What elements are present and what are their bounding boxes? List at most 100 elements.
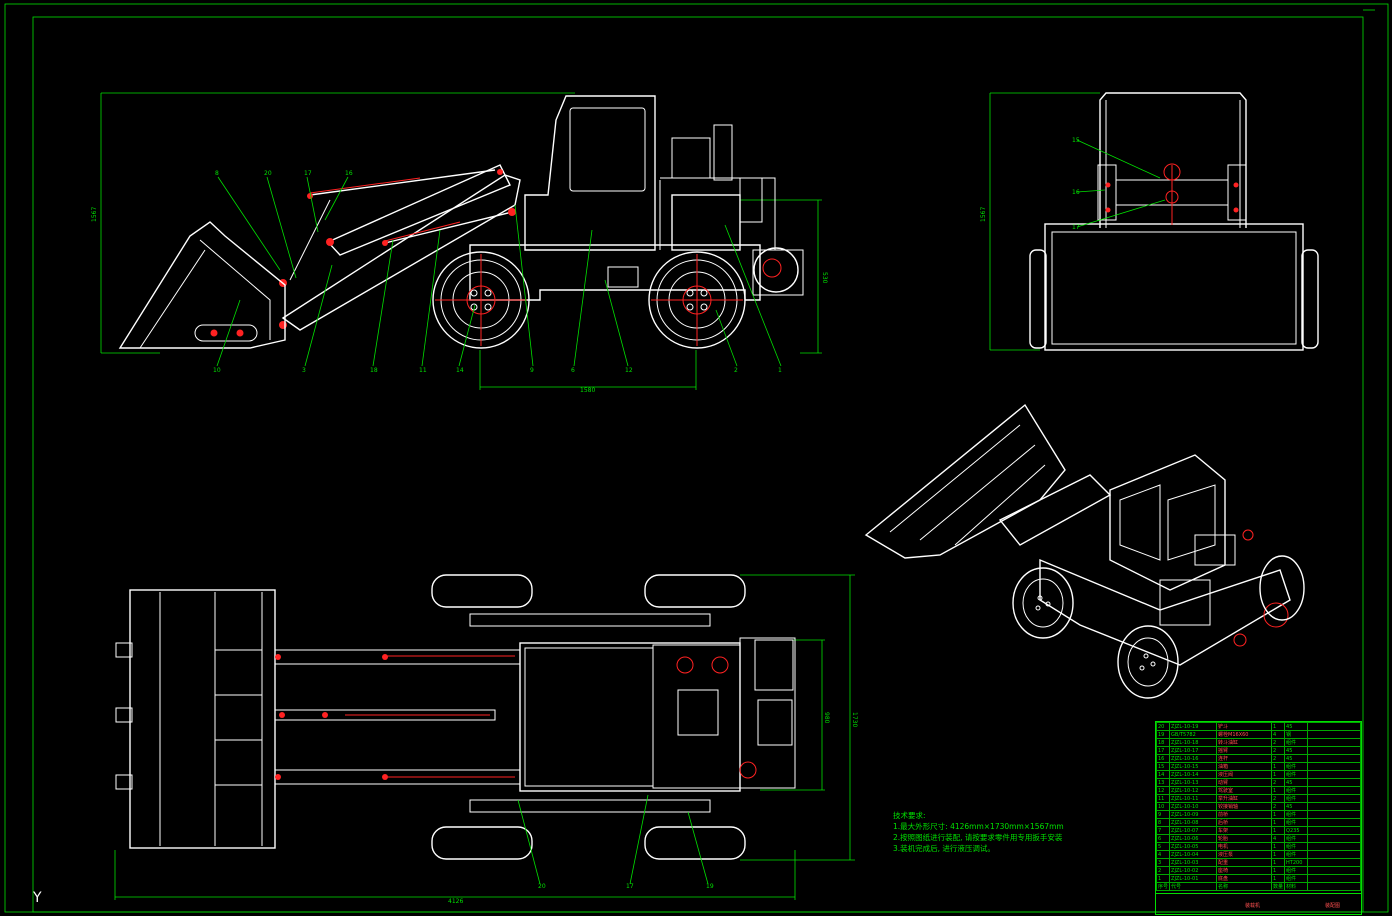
dim-tank: 530 <box>821 272 828 284</box>
dim-top-length: 4126 <box>448 898 463 905</box>
bom-cell-empty <box>1307 842 1361 851</box>
bom-cell-code: ZJZL-10-14 <box>1169 770 1218 779</box>
bom-cell-empty <box>1307 746 1361 755</box>
front-tire-left <box>1029 249 1047 349</box>
side-view: 1567 1580 530 <box>91 92 828 394</box>
bom-cell-qty: 1 <box>1271 874 1286 883</box>
bom-cell-mat: Q235 <box>1284 826 1309 835</box>
iso-body <box>1039 558 1291 666</box>
balloon-side-bottom-2: 18 <box>370 367 378 374</box>
bom-header-code: 代号 <box>1169 882 1218 891</box>
bom-cell-mat: 组件 <box>1284 786 1309 795</box>
bom-cell-idx: 7 <box>1155 826 1171 835</box>
bom-cell-name: 座椅 <box>1216 866 1273 875</box>
balloon-side-bottom-8: 2 <box>734 367 738 374</box>
bom-cell-idx: 19 <box>1155 730 1171 739</box>
bom-cell-code: ZJZL-10-16 <box>1169 754 1218 763</box>
bom-cell-mat: 组件 <box>1284 834 1309 843</box>
bom-cell-code: ZJZL-10-17 <box>1169 746 1218 755</box>
balloon-top-1: 17 <box>626 883 634 890</box>
bom-cell-name: 前桥 <box>1216 810 1273 819</box>
bom-cell-idx: 4 <box>1155 850 1171 859</box>
balloon-side-bottom-6: 6 <box>571 367 575 374</box>
balloon-front-2: 17 <box>1072 224 1080 231</box>
bom-cell-mat: 组件 <box>1284 794 1309 803</box>
bom-cell-empty <box>1307 722 1361 731</box>
bom-cell-empty <box>1307 786 1361 795</box>
bom-cell-idx: 3 <box>1155 858 1171 867</box>
bom-cell-name: 铲斗 <box>1216 722 1273 731</box>
bom-cell-name: 后桥 <box>1216 818 1273 827</box>
balloon-side-bottom-4: 14 <box>456 367 464 374</box>
bom-cell-qty: 4 <box>1271 834 1286 843</box>
bom-cell-code: ZJZL-10-06 <box>1169 834 1218 843</box>
balloon-front-1: 16 <box>1072 189 1080 196</box>
bom-cell-code: ZJZL-10-11 <box>1169 794 1218 803</box>
bom-header-empty <box>1307 882 1361 891</box>
bom-cell-qty: 1 <box>1271 770 1286 779</box>
rear-wheel <box>648 251 746 349</box>
notes-item-3: 3.装机完成后, 进行液压调试。 <box>893 844 995 853</box>
balloon-side-top-1: 20 <box>264 170 272 177</box>
bom-cell-mat: 组件 <box>1284 738 1309 747</box>
bom-cell-code: ZJZL-10-12 <box>1169 786 1218 795</box>
lift-cylinder <box>384 211 513 244</box>
bom-cell-name: 铰接销轴 <box>1216 802 1273 811</box>
bom-cell-empty <box>1307 874 1361 883</box>
bom-header-mat: 材料 <box>1284 882 1309 891</box>
title-block-left: 装载机 <box>1245 903 1261 909</box>
bom-cell-empty <box>1307 866 1361 875</box>
bom-cell-idx: 17 <box>1155 746 1171 755</box>
bom-cell-qty: 1 <box>1271 866 1286 875</box>
bom-cell-qty: 1 <box>1271 826 1286 835</box>
iso-wheel-front-left <box>1012 567 1074 639</box>
bom-cell-empty <box>1307 826 1361 835</box>
bom-cell-mat: 45 <box>1284 778 1309 787</box>
bom-header-row: 序号代号名称数量材料 <box>1155 882 1361 891</box>
bom-cell-empty <box>1307 850 1361 859</box>
bom-cell-qty: 1 <box>1271 722 1286 731</box>
balloon-side-bottom-0: 10 <box>213 367 221 374</box>
axis-label: Y <box>33 890 42 906</box>
balloon-side-bottom-9: 1 <box>778 367 782 374</box>
balloon-front-0: 15 <box>1072 137 1080 144</box>
bom-cell-code: GB/T5782 <box>1169 730 1218 739</box>
bom-header-qty: 数量 <box>1271 882 1286 891</box>
bom-cell-name: 动臂 <box>1216 778 1273 787</box>
bom-cell-qty: 1 <box>1271 858 1286 867</box>
notes-item-2: 2.按照图纸进行装配, 请按要求零件用专用扳手安装 <box>893 833 1063 842</box>
title-block: 装载机 装配图 <box>1155 893 1362 916</box>
bom-cell-name: 底盘 <box>1216 874 1273 883</box>
top-tire-4 <box>644 826 746 860</box>
bom-cell-code: ZJZL-10-08 <box>1169 818 1218 827</box>
bom-cell-name: 摇臂 <box>1216 746 1273 755</box>
bom-cell-empty <box>1307 738 1361 747</box>
bom-cell-qty: 2 <box>1271 794 1286 803</box>
bom-cell-mat: 组件 <box>1284 874 1309 883</box>
dim-front-height: 1567 <box>980 207 987 222</box>
bom-cell-name: 液压阀 <box>1216 770 1273 779</box>
bom-cell-mat: 45 <box>1284 802 1309 811</box>
cab <box>524 95 656 251</box>
bom-cell-idx: 10 <box>1155 802 1171 811</box>
bom-header-name: 名称 <box>1216 882 1273 891</box>
bom-cell-empty <box>1307 810 1361 819</box>
bom-cell-qty: 4 <box>1271 730 1286 739</box>
balloon-top-0: 20 <box>538 883 546 890</box>
bom-cell-qty: 2 <box>1271 738 1286 747</box>
bom-cell-code: ZJZL-10-02 <box>1169 866 1218 875</box>
rocker-arm <box>326 164 511 256</box>
balloon-side-top-2: 17 <box>304 170 312 177</box>
